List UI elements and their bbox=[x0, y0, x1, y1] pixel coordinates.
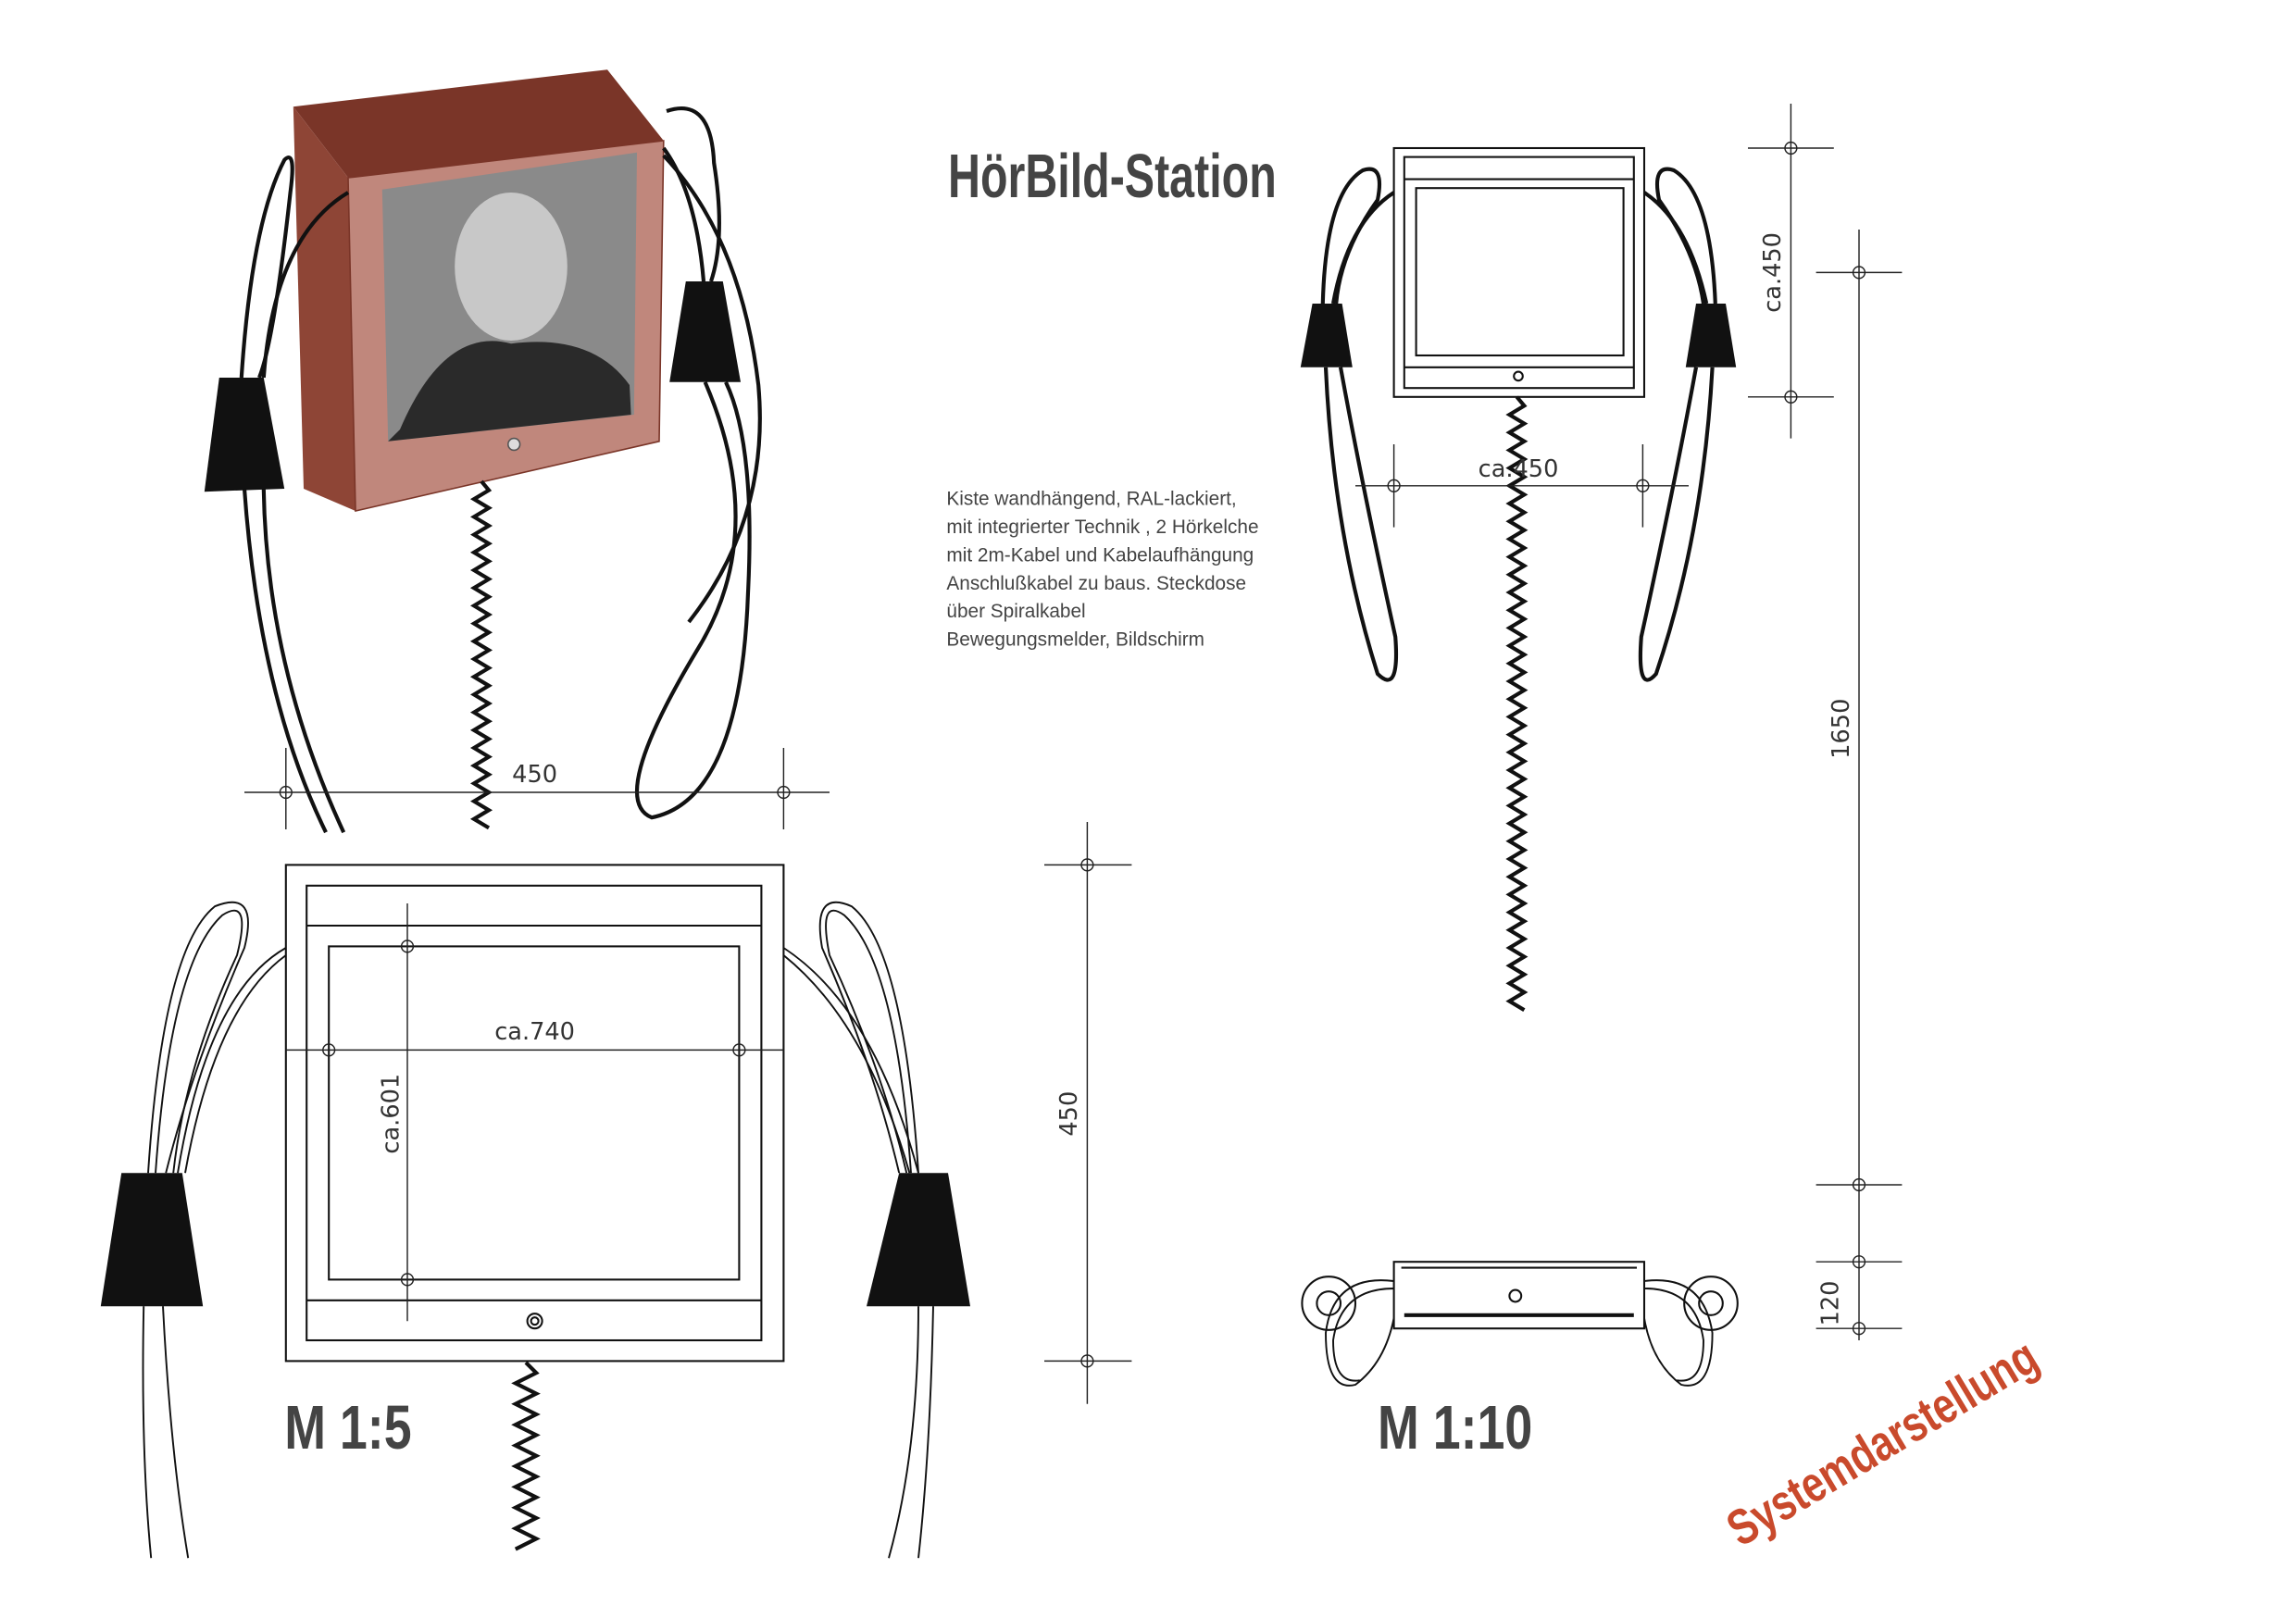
dim-front-box-height: 450 bbox=[1055, 1091, 1083, 1137]
side-elevation: ca.450 ca.450 1650 120 bbox=[1300, 104, 1903, 1340]
description-line: über Spiralkabel bbox=[946, 601, 1085, 622]
stamp-systemdarstellung: Systemdarstellung bbox=[1717, 1328, 2047, 1557]
earpiece-right bbox=[867, 1173, 970, 1307]
portrait-body bbox=[388, 341, 631, 442]
plan-view: M 1:10 bbox=[1301, 1261, 1739, 1462]
dim-front-width: ca.740 bbox=[494, 1018, 575, 1046]
description-line: mit 2m-Kabel und Kabelaufhängung bbox=[946, 544, 1254, 566]
description: Kiste wandhängend, RAL-lackiert, mit int… bbox=[946, 489, 1258, 651]
dim-persp-width: 450 bbox=[512, 761, 557, 789]
description-line: Anschlußkabel zu baus. Steckdose bbox=[946, 573, 1246, 594]
box-top bbox=[293, 69, 664, 178]
scale-label-right: M 1:10 bbox=[1378, 1392, 1532, 1462]
dim-right-width: ca.450 bbox=[1479, 455, 1559, 483]
earpiece-left bbox=[100, 1173, 204, 1307]
dim-mount-height: 1650 bbox=[1828, 699, 1855, 759]
page-title: HörBild-Station bbox=[948, 142, 1277, 211]
spiral-cable bbox=[469, 479, 493, 830]
perspective-view: 450 bbox=[204, 69, 830, 834]
earpiece-left bbox=[1300, 304, 1353, 367]
description-line: Bewegungsmelder, Bildschirm bbox=[946, 629, 1204, 651]
front-view: ca.740 ca.601 450 M 1:5 bbox=[100, 822, 1132, 1559]
earpiece-left bbox=[204, 378, 285, 492]
spiral-cable bbox=[511, 1361, 541, 1551]
earpiece-right bbox=[669, 281, 741, 382]
dim-right-height: ca.450 bbox=[1759, 232, 1787, 313]
dim-depth: 120 bbox=[1817, 1281, 1845, 1326]
spiral-cable bbox=[1505, 395, 1529, 1012]
sensor-icon bbox=[526, 1313, 543, 1330]
dim-front-height: ca.601 bbox=[377, 1074, 405, 1154]
description-line: mit integrierter Technik , 2 Hörkelche bbox=[946, 517, 1258, 538]
description-line: Kiste wandhängend, RAL-lackiert, bbox=[946, 489, 1236, 510]
earpiece-right bbox=[1685, 304, 1737, 367]
motion-sensor-icon bbox=[507, 437, 521, 452]
scale-label-left: M 1:5 bbox=[284, 1392, 411, 1462]
box-side bbox=[293, 106, 356, 511]
portrait-head bbox=[455, 193, 568, 341]
